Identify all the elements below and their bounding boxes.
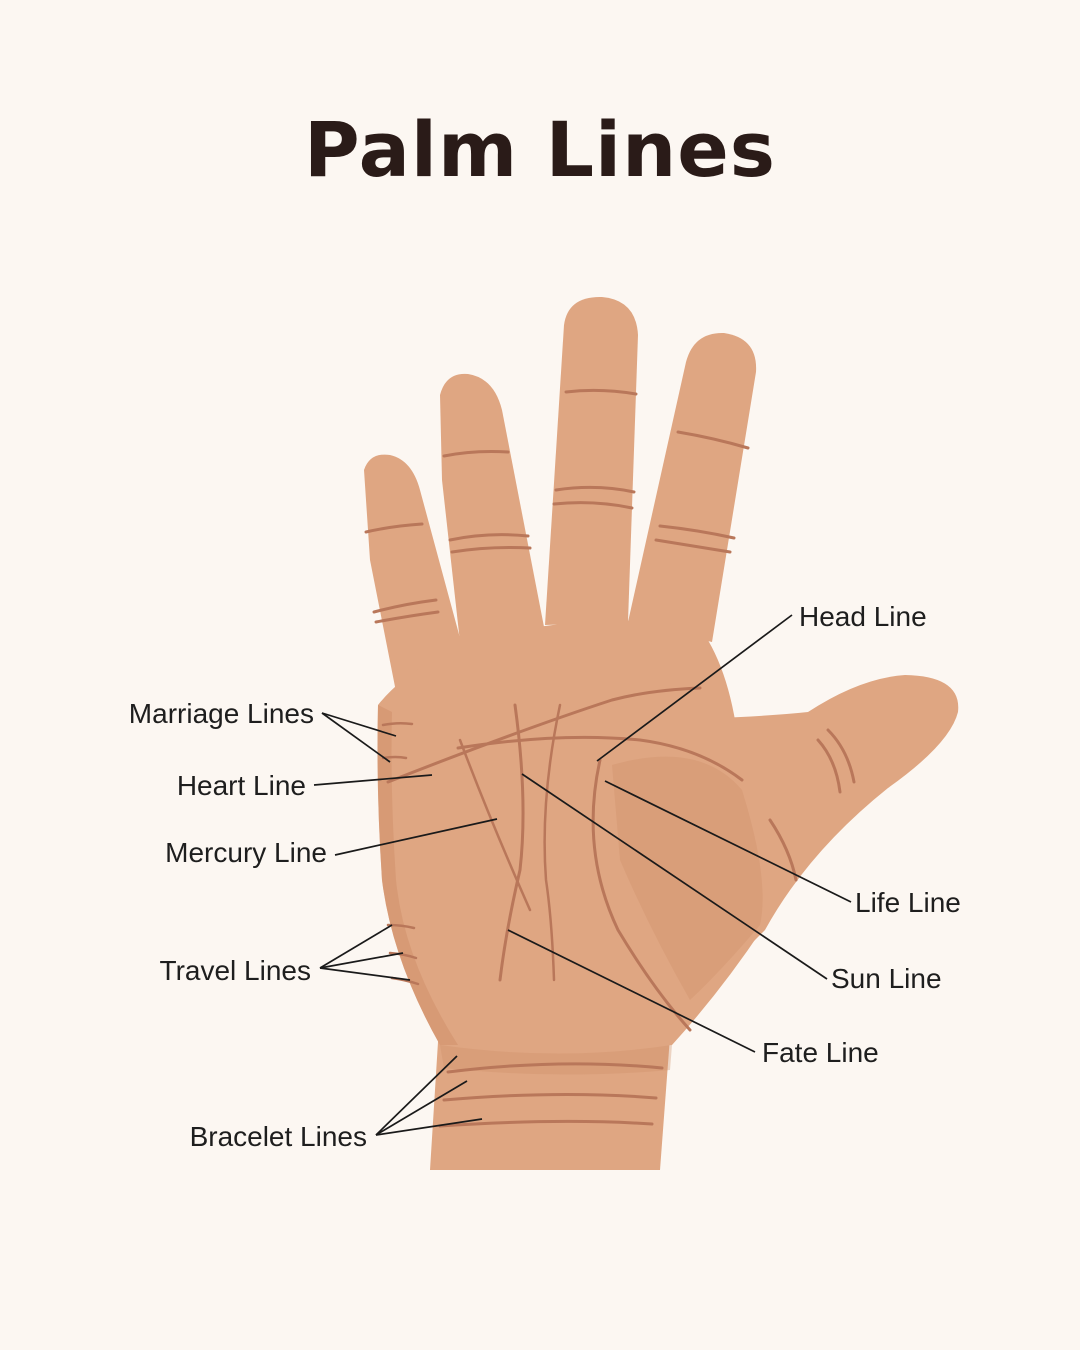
palm <box>377 620 767 1054</box>
crease-mark <box>364 522 424 534</box>
sun-line-leader <box>521 773 828 980</box>
crease-mark <box>554 485 636 494</box>
crease-mark <box>374 610 440 624</box>
page-title: Palm Lines <box>303 105 776 194</box>
crease-mark <box>448 533 530 542</box>
mercury-line-crease <box>458 738 532 912</box>
crease-mark <box>388 951 418 960</box>
crease-mark <box>658 524 736 540</box>
crease-mark <box>676 430 750 450</box>
mercury-line-leader <box>334 818 498 856</box>
bracelet-crease <box>446 1062 664 1074</box>
marriage-lines-leader <box>321 712 397 737</box>
label-marriage-lines: Marriage Lines <box>129 698 314 729</box>
leader-lines <box>313 614 852 1136</box>
bracelet-crease <box>438 1119 654 1128</box>
heart-line-crease <box>386 686 702 784</box>
life-line-crease <box>591 758 692 1032</box>
crease-mark <box>372 598 438 614</box>
bracelet-lines-leader <box>375 1080 468 1136</box>
middle-finger <box>545 296 638 625</box>
crease-mark <box>826 728 856 784</box>
crease-mark <box>564 388 638 396</box>
fate-line-crease <box>498 703 525 982</box>
crease-mark <box>552 501 634 510</box>
travel-lines-leader <box>319 952 404 969</box>
crease-mark <box>816 738 842 794</box>
crease-mark <box>442 450 510 458</box>
ring-finger <box>440 373 545 660</box>
bracelet-lines-leader <box>375 1055 458 1136</box>
heart-line-leader <box>313 774 433 786</box>
fate-line-leader <box>507 929 756 1053</box>
bracelet-lines-leader <box>375 1118 483 1136</box>
label-mercury-line: Mercury Line <box>165 837 327 868</box>
hand-illustration <box>364 296 959 1170</box>
bracelet-crease <box>442 1092 658 1102</box>
label-travel-lines: Travel Lines <box>160 955 311 986</box>
palm-creases <box>364 388 856 1128</box>
line-labels: Head Line Marriage Lines Heart Line Merc… <box>129 601 961 1152</box>
label-bracelet-lines: Bracelet Lines <box>190 1121 367 1152</box>
crease-mark <box>654 538 732 554</box>
mount-shadow <box>612 756 763 1000</box>
life-line-leader <box>604 780 852 903</box>
palm-edge-shadow <box>377 705 458 1045</box>
head-line-leader <box>596 614 793 762</box>
label-head-line: Head Line <box>799 601 927 632</box>
crease-mark <box>450 546 532 554</box>
head-line-crease <box>456 735 744 782</box>
index-finger <box>628 332 757 642</box>
crease-mark <box>381 755 408 760</box>
label-fate-line: Fate Line <box>762 1037 879 1068</box>
travel-lines-leader <box>319 967 411 981</box>
label-heart-line: Heart Line <box>177 770 306 801</box>
label-sun-line: Sun Line <box>831 963 942 994</box>
sun-line-crease <box>543 703 562 982</box>
label-life-line: Life Line <box>855 887 961 918</box>
pinky-finger <box>364 454 470 712</box>
crease-mark <box>381 721 414 727</box>
marriage-lines-leader <box>321 712 391 763</box>
travel-lines-leader <box>319 924 393 969</box>
